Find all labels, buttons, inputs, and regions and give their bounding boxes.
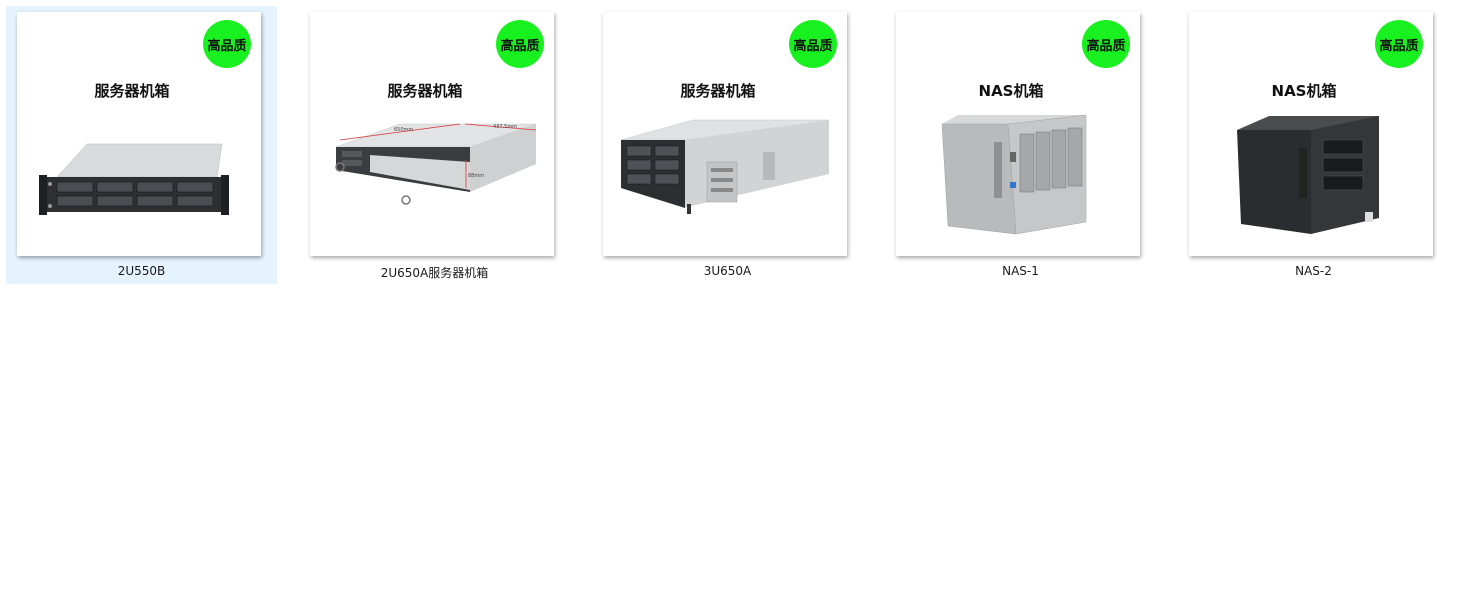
file-item-3u650a[interactable]: 高品质 服务器机箱 — [592, 6, 863, 284]
thumbnail: 高品质 服务器机箱 — [603, 12, 847, 256]
rack-server-3u-icon — [620, 119, 830, 214]
rack-server-2u-dimensioned-icon: 650mm 437.5mm 88mm — [335, 123, 537, 205]
thumbnail-heading: NAS机箱 — [978, 82, 1044, 100]
nas-silver-icon — [941, 114, 1087, 235]
file-item-2u650a[interactable]: 高品质 服务器机箱 650mm 437.5mm 88mm — [299, 6, 570, 284]
quality-badge: 高品质 — [1082, 20, 1130, 68]
file-item-nas-1[interactable]: 高品质 NAS机箱 NAS-1 — [885, 6, 1156, 284]
quality-badge: 高品质 — [203, 20, 251, 68]
file-name: NAS-1 — [1002, 264, 1039, 278]
dimension-length: 650mm — [394, 127, 413, 133]
thumbnail: 高品质 服务器机箱 650mm 437.5mm 88mm — [310, 12, 554, 256]
thumbnail: 高品质 NAS机箱 — [1189, 12, 1433, 256]
thumbnail-heading: NAS机箱 — [1271, 82, 1337, 100]
thumbnail-heading: 服务器机箱 — [387, 82, 463, 100]
quality-badge: 高品质 — [1375, 20, 1423, 68]
dimension-width: 437.5mm — [493, 124, 517, 130]
thumbnail-heading: 服务器机箱 — [680, 82, 756, 100]
thumbnail-heading: 服务器机箱 — [94, 82, 170, 100]
file-item-2u550b[interactable]: 高品质 服务器机箱 — [6, 6, 277, 284]
quality-badge: 高品质 — [496, 20, 544, 68]
thumbnail: 高品质 NAS机箱 — [896, 12, 1140, 256]
nas-black-icon — [1237, 116, 1379, 234]
dimension-height: 88mm — [468, 173, 484, 179]
file-name: 3U650A — [703, 264, 752, 278]
file-name: 2U650A服务器机箱 — [380, 266, 489, 280]
file-name: 2U550B — [117, 264, 166, 278]
file-item-nas-2[interactable]: 高品质 NAS机箱 NAS-2 — [1178, 6, 1449, 284]
thumbnail: 高品质 服务器机箱 — [17, 12, 261, 256]
file-name: NAS-2 — [1295, 264, 1332, 278]
quality-badge: 高品质 — [789, 20, 837, 68]
rack-server-2u-icon — [39, 143, 229, 215]
